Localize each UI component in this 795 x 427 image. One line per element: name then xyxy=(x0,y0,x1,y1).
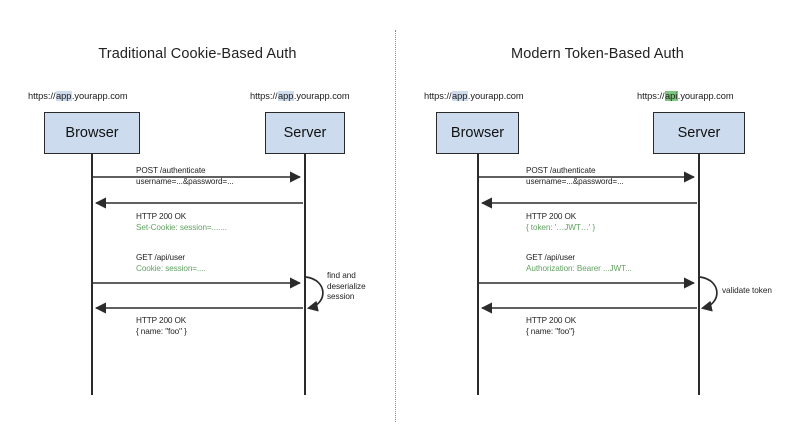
self-note-right: validate token xyxy=(722,286,772,297)
url-suffix: .yourapp.com xyxy=(293,91,350,101)
message-line-2: username=...&password=... xyxy=(136,177,234,187)
endpoint-url-browser-left: https://app.yourapp.com xyxy=(28,91,128,101)
url-suffix: .yourapp.com xyxy=(467,91,524,101)
message-label-2-left: GET /api/user Cookie: session=.... xyxy=(136,252,206,274)
url-suffix: .yourapp.com xyxy=(71,91,128,101)
message-line-2: { name: "foo" } xyxy=(136,327,187,337)
lifeline-browser-right xyxy=(477,154,479,395)
message-line-1: GET /api/user xyxy=(136,253,186,262)
url-prefix: https:// xyxy=(250,91,278,101)
actor-box-server-right[interactable]: Server xyxy=(653,112,745,154)
self-note-line-2: deserialize xyxy=(327,281,366,291)
actor-box-server-left[interactable]: Server xyxy=(265,112,345,154)
endpoint-url-browser-right: https://app.yourapp.com xyxy=(424,91,524,101)
url-suffix: .yourapp.com xyxy=(677,91,734,101)
message-line-2: Set-Cookie: session=....... xyxy=(136,223,227,233)
message-label-1-left: HTTP 200 OK Set-Cookie: session=....... xyxy=(136,211,227,233)
message-label-0-left: POST /authenticate username=...&password… xyxy=(136,165,234,187)
message-label-3-left: HTTP 200 OK { name: "foo" } xyxy=(136,315,187,337)
url-prefix: https:// xyxy=(424,91,452,101)
url-highlight: app xyxy=(451,91,468,101)
url-prefix: https:// xyxy=(637,91,665,101)
message-line-2: { token: '…JWT…' } xyxy=(526,223,596,233)
message-label-2-right: GET /api/user Authorization: Bearer ...J… xyxy=(526,252,632,274)
message-label-1-right: HTTP 200 OK { token: '…JWT…' } xyxy=(526,211,595,233)
self-note-line-1: validate token xyxy=(722,286,772,295)
panel-divider xyxy=(395,30,396,422)
url-highlight: app xyxy=(55,91,72,101)
message-line-1: HTTP 200 OK xyxy=(526,316,577,325)
message-line-2: { name: "foo"} xyxy=(526,327,575,337)
actor-label: Browser xyxy=(65,125,119,141)
diagram-title-cookie-auth: Traditional Cookie-Based Auth xyxy=(98,46,297,62)
message-line-1: HTTP 200 OK xyxy=(526,212,577,221)
actor-label: Server xyxy=(677,125,721,141)
self-note-line-3: session xyxy=(327,292,355,301)
message-line-2: username=...&password=... xyxy=(526,177,624,187)
message-line-1: HTTP 200 OK xyxy=(136,212,187,221)
url-prefix: https:// xyxy=(28,91,56,101)
url-highlight: api xyxy=(664,91,678,101)
url-highlight: app xyxy=(277,91,294,101)
actor-label: Browser xyxy=(450,125,505,141)
lifeline-server-left xyxy=(304,154,306,395)
message-line-2: Authorization: Bearer ...JWT... xyxy=(526,264,632,274)
self-loop-arc-right xyxy=(699,276,718,312)
message-label-3-right: HTTP 200 OK { name: "foo"} xyxy=(526,315,576,337)
message-label-0-right: POST /authenticate username=...&password… xyxy=(526,165,624,187)
self-note-line-1: find and xyxy=(327,271,356,280)
message-line-1: POST /authenticate xyxy=(526,166,596,175)
endpoint-url-server-right: https://api.yourapp.com xyxy=(637,91,734,101)
self-loop-arc-left xyxy=(305,276,324,312)
message-line-2: Cookie: session=.... xyxy=(136,264,206,274)
lifeline-browser-left xyxy=(91,154,93,395)
message-line-1: GET /api/user xyxy=(526,253,576,262)
diagram-title-token-auth: Modern Token-Based Auth xyxy=(511,46,684,62)
actor-box-browser-left[interactable]: Browser xyxy=(44,112,140,154)
actor-box-browser-right[interactable]: Browser xyxy=(436,112,519,154)
message-line-1: HTTP 200 OK xyxy=(136,316,187,325)
message-line-1: POST /authenticate xyxy=(136,166,206,175)
endpoint-url-server-left: https://app.yourapp.com xyxy=(250,91,350,101)
lifeline-server-right xyxy=(698,154,700,395)
actor-label: Server xyxy=(283,125,327,141)
self-note-left: find and deserialize session xyxy=(327,271,366,303)
